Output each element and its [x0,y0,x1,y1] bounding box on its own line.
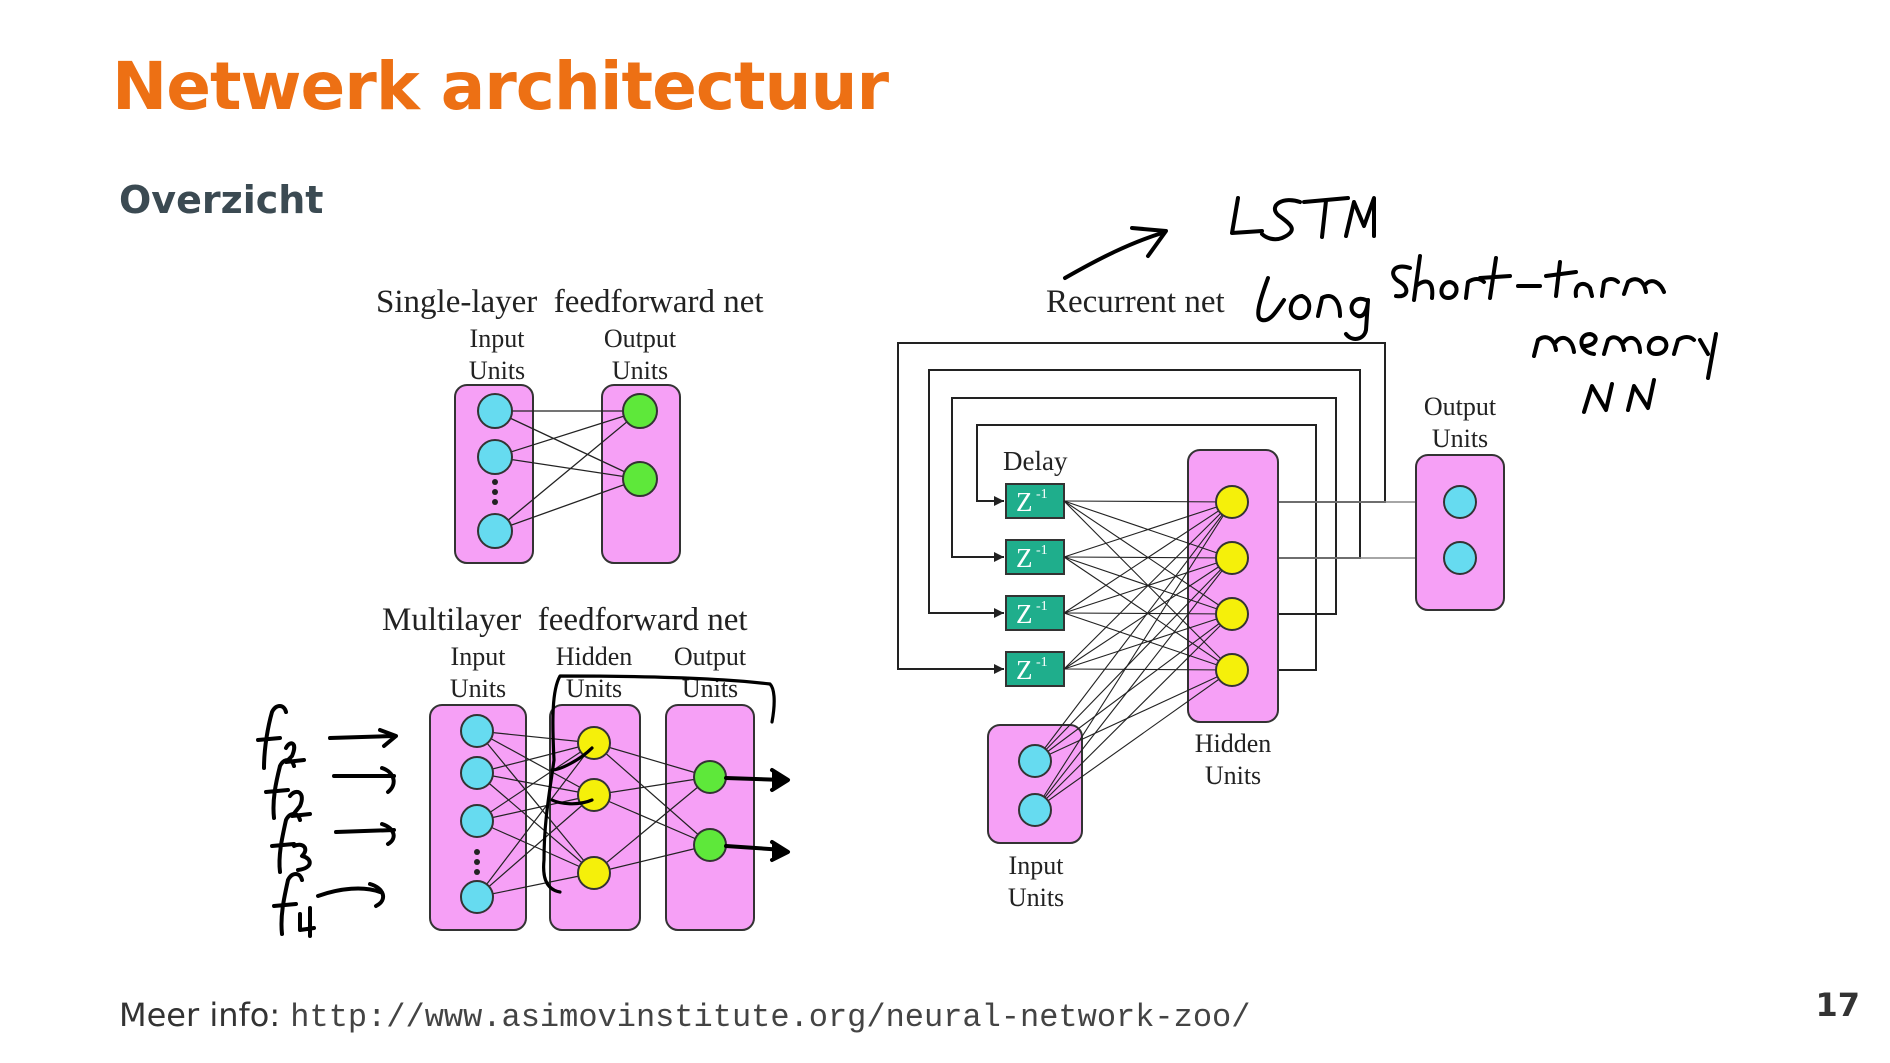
handwritten-f4 [272,872,386,938]
delay-symbol: Z [1016,487,1033,517]
multilayer-diagram: Multilayer feedforward net Input Units H… [382,602,755,931]
ellipsis-dots [474,849,480,875]
delay-exponent: -1 [1036,543,1048,558]
recurrent-hidden-node [1215,597,1249,631]
recurrent-hidden-label-1: Hidden [1195,729,1272,758]
multi-output-node [693,760,727,794]
multi-input-node [460,756,494,790]
multi-input-label-1: Input [451,642,507,671]
single-input-node [477,513,513,549]
single-output-node [622,393,658,429]
single-input-label-1: Input [470,324,526,353]
multi-hidden-label-2: Units [566,674,622,703]
footer-label: Meer info: [119,996,281,1034]
single-input-node [477,393,513,429]
single-output-node [622,461,658,497]
handwritten-lstm [1230,196,1376,242]
multi-output-node [693,828,727,862]
slide-subtitle: Overzicht [119,178,324,222]
multi-hidden-node [577,778,611,812]
multi-input-node [460,714,494,748]
recurrent-input-node [1018,744,1052,778]
handwritten-output-arrows [724,768,790,862]
single-input-label-2: Units [469,356,525,385]
multi-hidden-node [577,726,611,760]
handwritten-arrow [1063,226,1168,280]
multi-output-layer [665,704,755,931]
multi-input-node [460,804,494,838]
delay-symbol: Z [1016,543,1033,573]
recurrent-output-label-2: Units [1432,424,1488,453]
recurrent-hidden-node [1215,541,1249,575]
multi-hidden-node [577,856,611,890]
recurrent-hidden-label-2: Units [1205,761,1261,790]
recurrent-input-layer [987,724,1083,844]
recurrent-title: Recurrent net [1046,284,1225,320]
delay-symbol: Z [1016,599,1033,629]
delay-symbol: Z [1016,655,1033,685]
recurrent-input-label-1: Input [1009,851,1065,880]
multi-hidden-label-1: Hidden [556,642,633,671]
slide-title: Netwerk architectuur [112,48,889,125]
delay-exponent: -1 [1036,487,1048,502]
single-layer-title: Single-layer feedforward net [376,284,764,320]
recurrent-output-node [1443,485,1477,519]
handwritten-f2 [264,758,396,820]
recurrent-hidden-layer [1187,449,1279,723]
recurrent-input-node [1018,793,1052,827]
delay-box [1005,483,1065,519]
single-output-label-2: Units [612,356,668,385]
single-input-node [477,439,513,475]
delay-box [1005,595,1065,631]
handwritten-long [1256,276,1370,341]
recurrent-hidden-node [1215,653,1249,687]
ellipsis-dots [492,479,498,505]
page-number: 17 [1815,986,1860,1024]
multi-input-label-2: Units [450,674,506,703]
handwritten-nn [1582,378,1656,414]
handwritten-short-term [1391,254,1666,302]
recurrent-input-label-2: Units [1008,883,1064,912]
recurrent-diagram: Recurrent net Delay Z -1 Z [897,284,1505,912]
handwritten-loop [542,674,776,894]
recurrent-output-label-1: Output [1424,392,1497,421]
handwritten-f1 [256,704,398,770]
single-layer-diagram: Single-layer feedforward net Input Units… [376,284,764,564]
delay-exponent: -1 [1036,655,1048,670]
recurrent-output-node [1443,541,1477,575]
handwritten-memory [1532,332,1718,380]
footer-link[interactable]: http://www.asimovinstitute.org/neural-ne… [290,999,1251,1036]
multilayer-title: Multilayer feedforward net [382,602,748,638]
delay-exponent: -1 [1036,599,1048,614]
delay-box [1005,539,1065,575]
handwritten-f3 [270,812,396,874]
footer: Meer info: http://www.asimovinstitute.or… [119,996,1250,1036]
multi-input-node [460,880,494,914]
handwritten-annotations [256,196,1718,938]
delay-box [1005,651,1065,687]
recurrent-hidden-node [1215,485,1249,519]
delay-label: Delay [1003,446,1068,476]
single-output-label-1: Output [604,324,677,353]
multi-output-label-1: Output [674,642,747,671]
recurrent-output-layer [1415,454,1505,611]
